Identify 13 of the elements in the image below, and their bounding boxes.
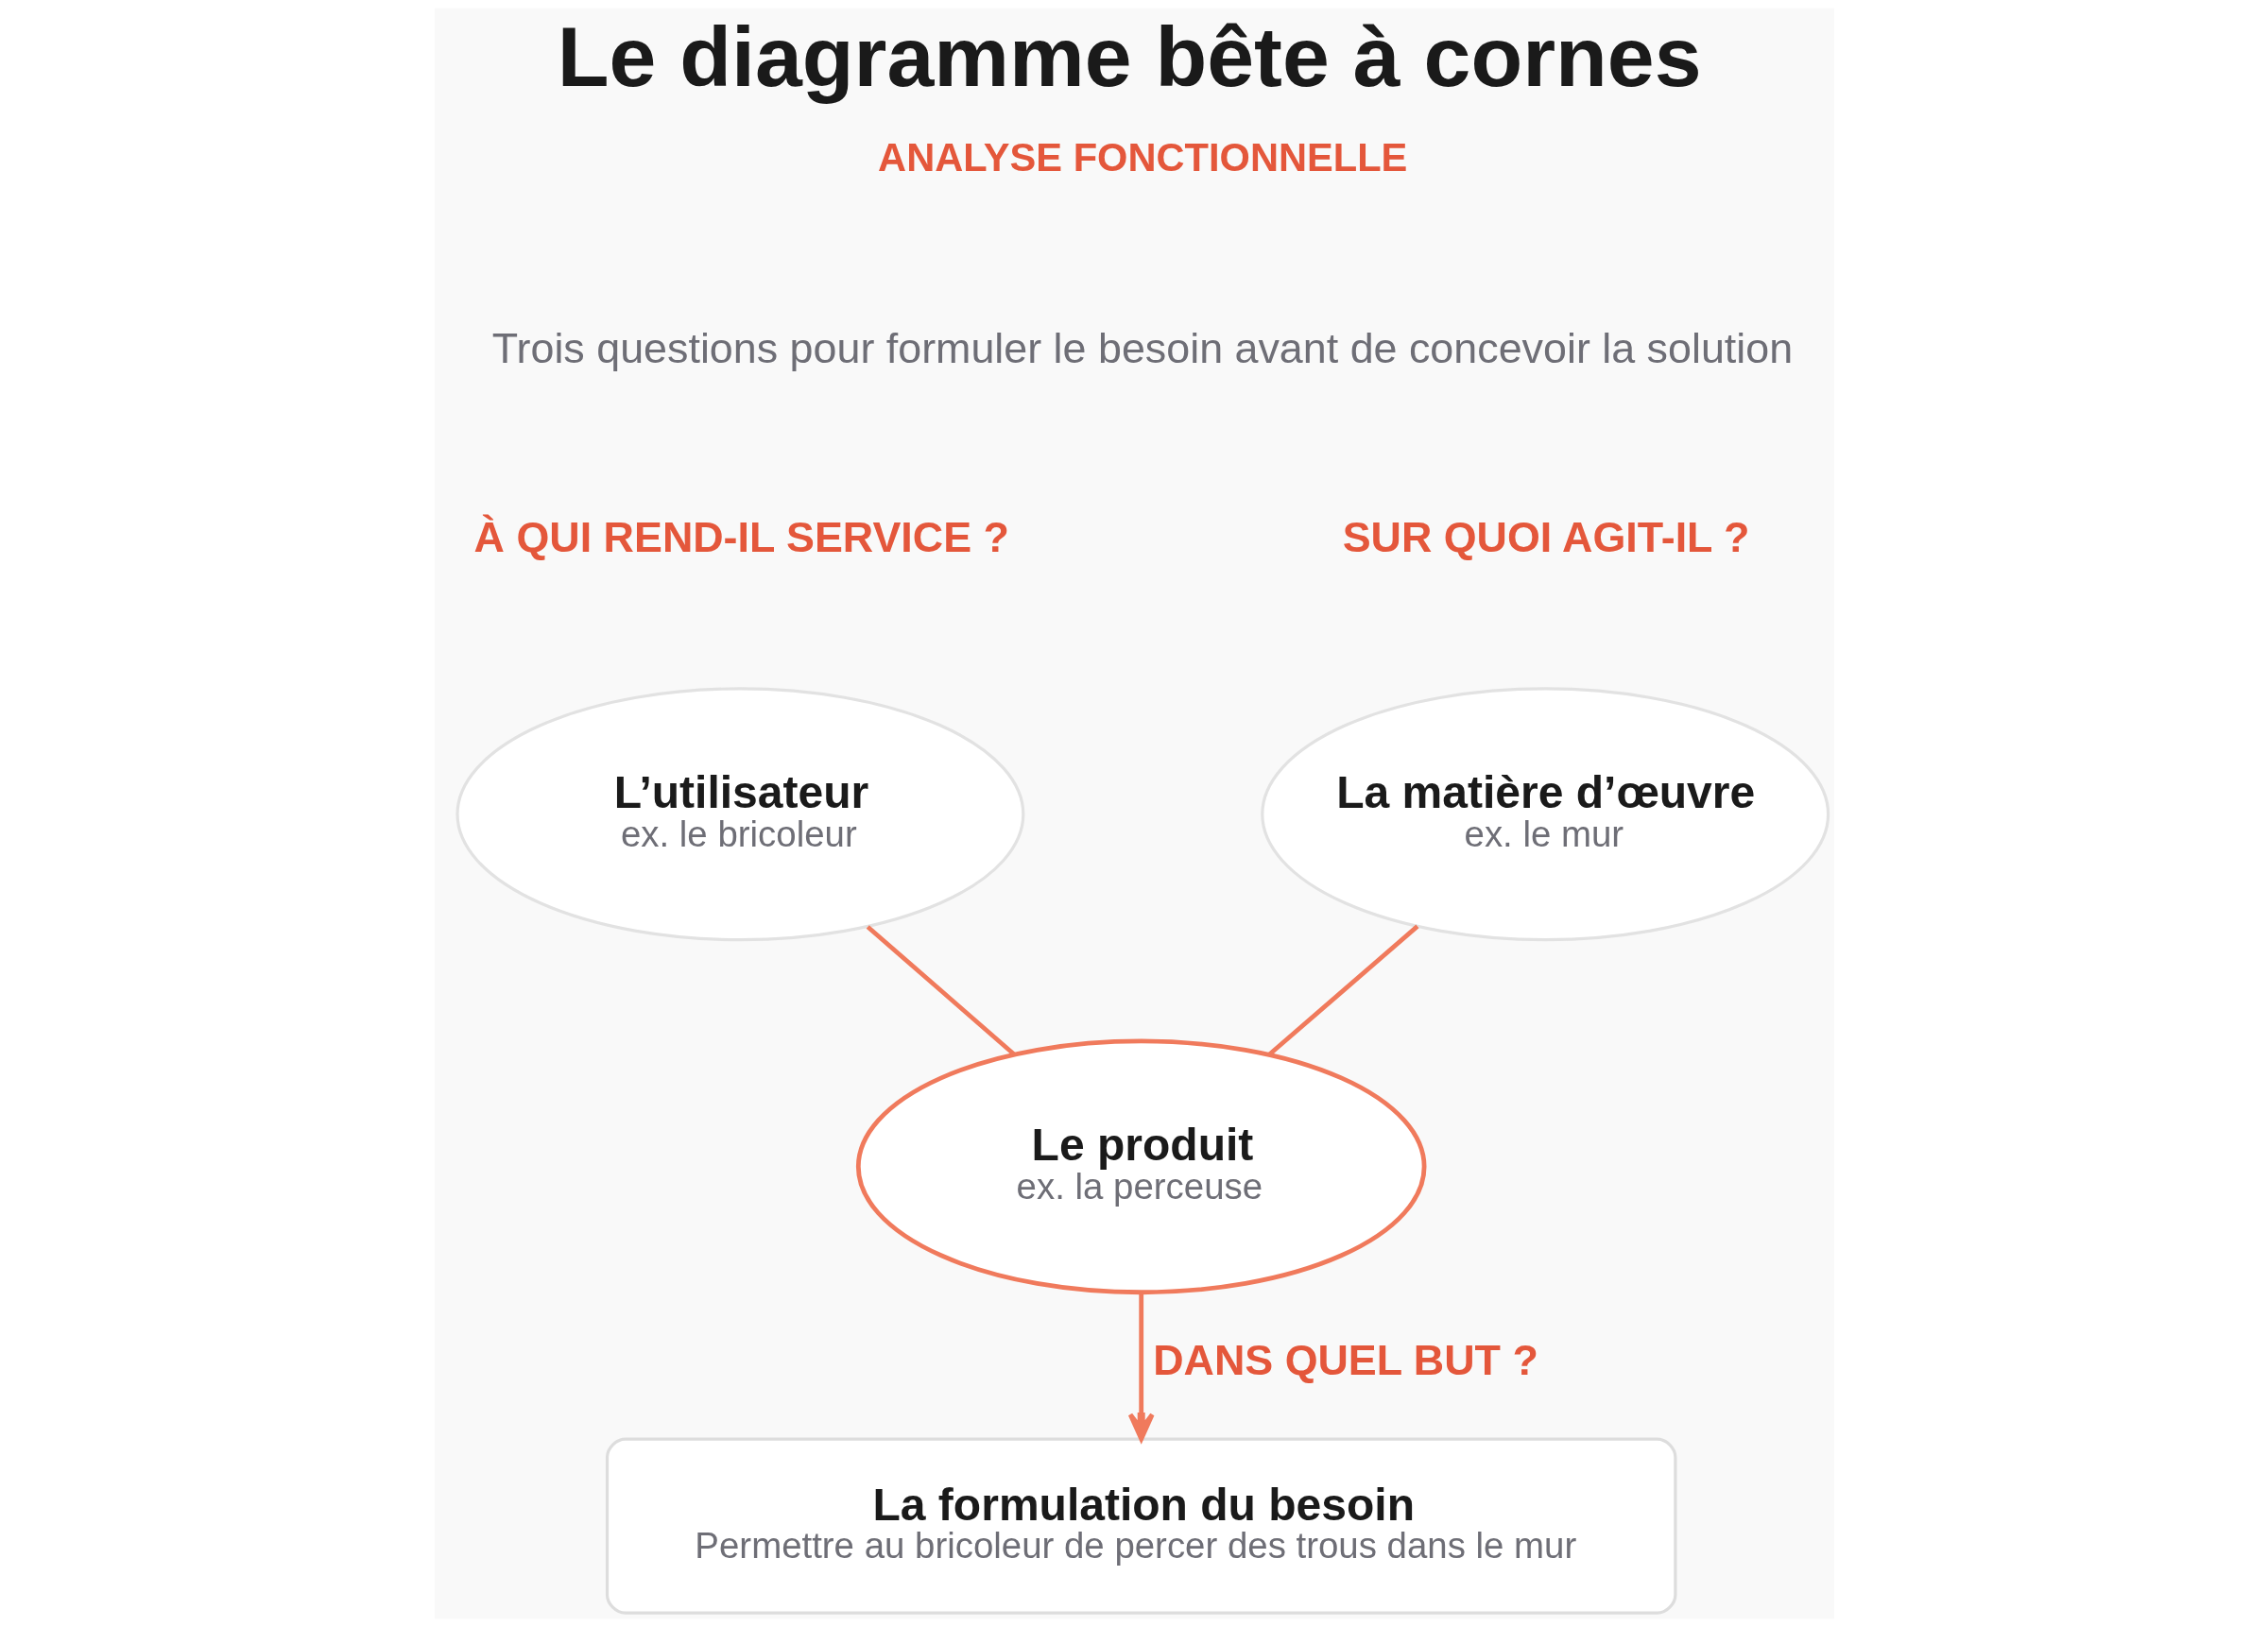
node-ellipse: L’utilisateur ex. le bricoleur — [455, 687, 1024, 942]
label: ANALYSE FONCTIONNELLE — [877, 135, 1407, 180]
node-ellipse: La matière d’œuvre ex. le mur — [1260, 687, 1830, 942]
arrow — [1127, 1292, 1155, 1442]
diagram-title: Le diagramme bête à cornes — [557, 9, 1702, 105]
connector — [1267, 924, 1418, 1056]
edge-label: DANS QUEL BUT ? — [1152, 1335, 1538, 1384]
node-label: SUR QUOI AGIT-IL ? — [1342, 512, 1750, 561]
node-label: À QUI REND-IL SERVICE ? — [473, 512, 1009, 561]
label: Trois questions pour formuler le besoin avant de concevoir la solution — [491, 323, 1793, 372]
node-box: La formulation du besoin Permettre au bricoleur de percer des trous dans le mur — [605, 1437, 1676, 1615]
node-ellipse: Le produit ex. la perceuse — [855, 1038, 1426, 1295]
connector — [866, 925, 1016, 1056]
